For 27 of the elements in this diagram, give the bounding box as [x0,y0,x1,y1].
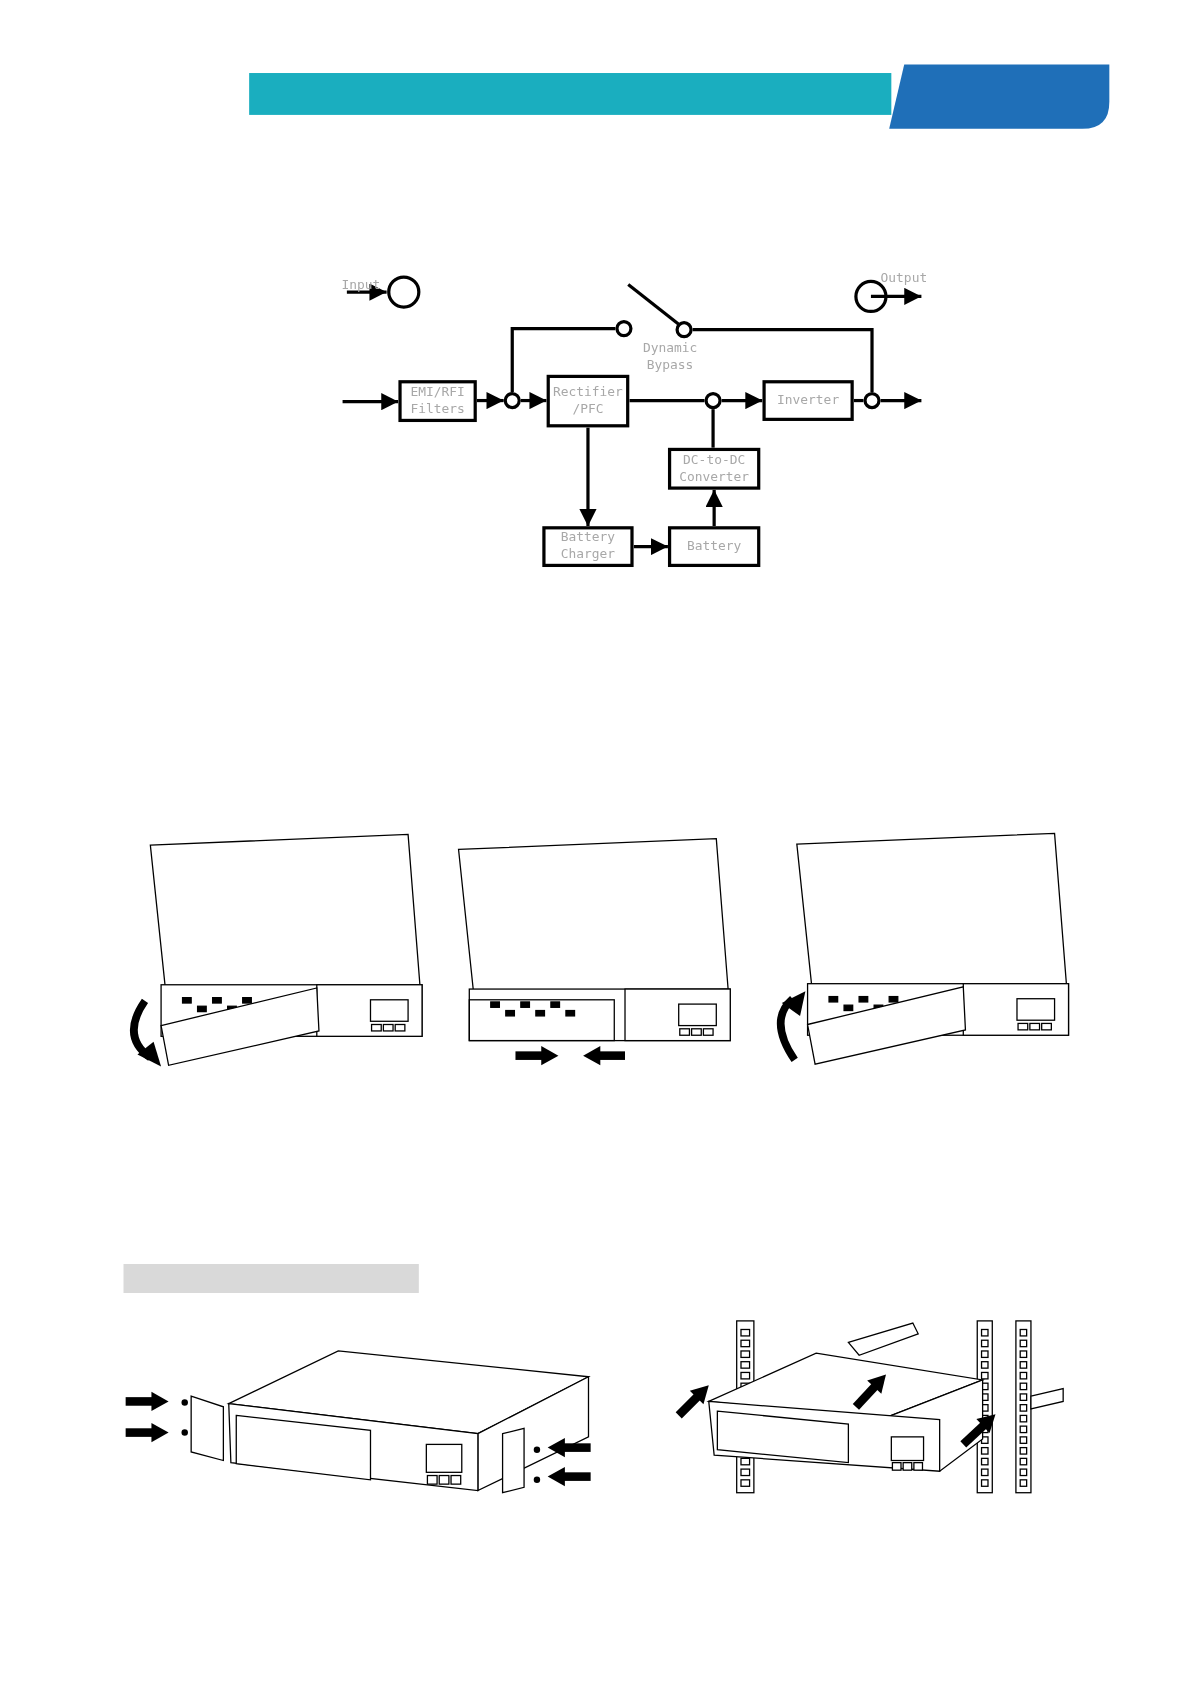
connector-line [692,328,874,392]
legend-label: Output [880,269,928,287]
connector-line [711,409,715,448]
bypass-label: Dynamic Bypass [641,339,699,375]
junction-circle [704,391,722,410]
junction-circle [675,321,693,339]
connector-line [510,327,616,392]
process-box: Rectifier /PFC [546,374,630,428]
arrow [476,391,504,410]
connector-line [629,398,705,403]
legend-label: Input [341,276,381,294]
junction-circle [863,391,881,410]
arrow [342,393,399,411]
heading-band [123,1264,419,1293]
process-box: Battery [667,526,761,567]
arrow [520,391,547,410]
arrow [633,538,668,556]
arrow [579,427,597,527]
process-box: DC-to-DC Converter [667,447,761,490]
arrow [705,489,723,527]
process-box: Inverter [762,380,854,421]
process-box: Battery Charger [542,526,634,567]
junction-circle [503,391,521,410]
process-box: EMI/RFI Filters [398,380,477,423]
junction-circle [615,320,633,338]
arrow [721,391,763,410]
arrow [880,391,922,410]
